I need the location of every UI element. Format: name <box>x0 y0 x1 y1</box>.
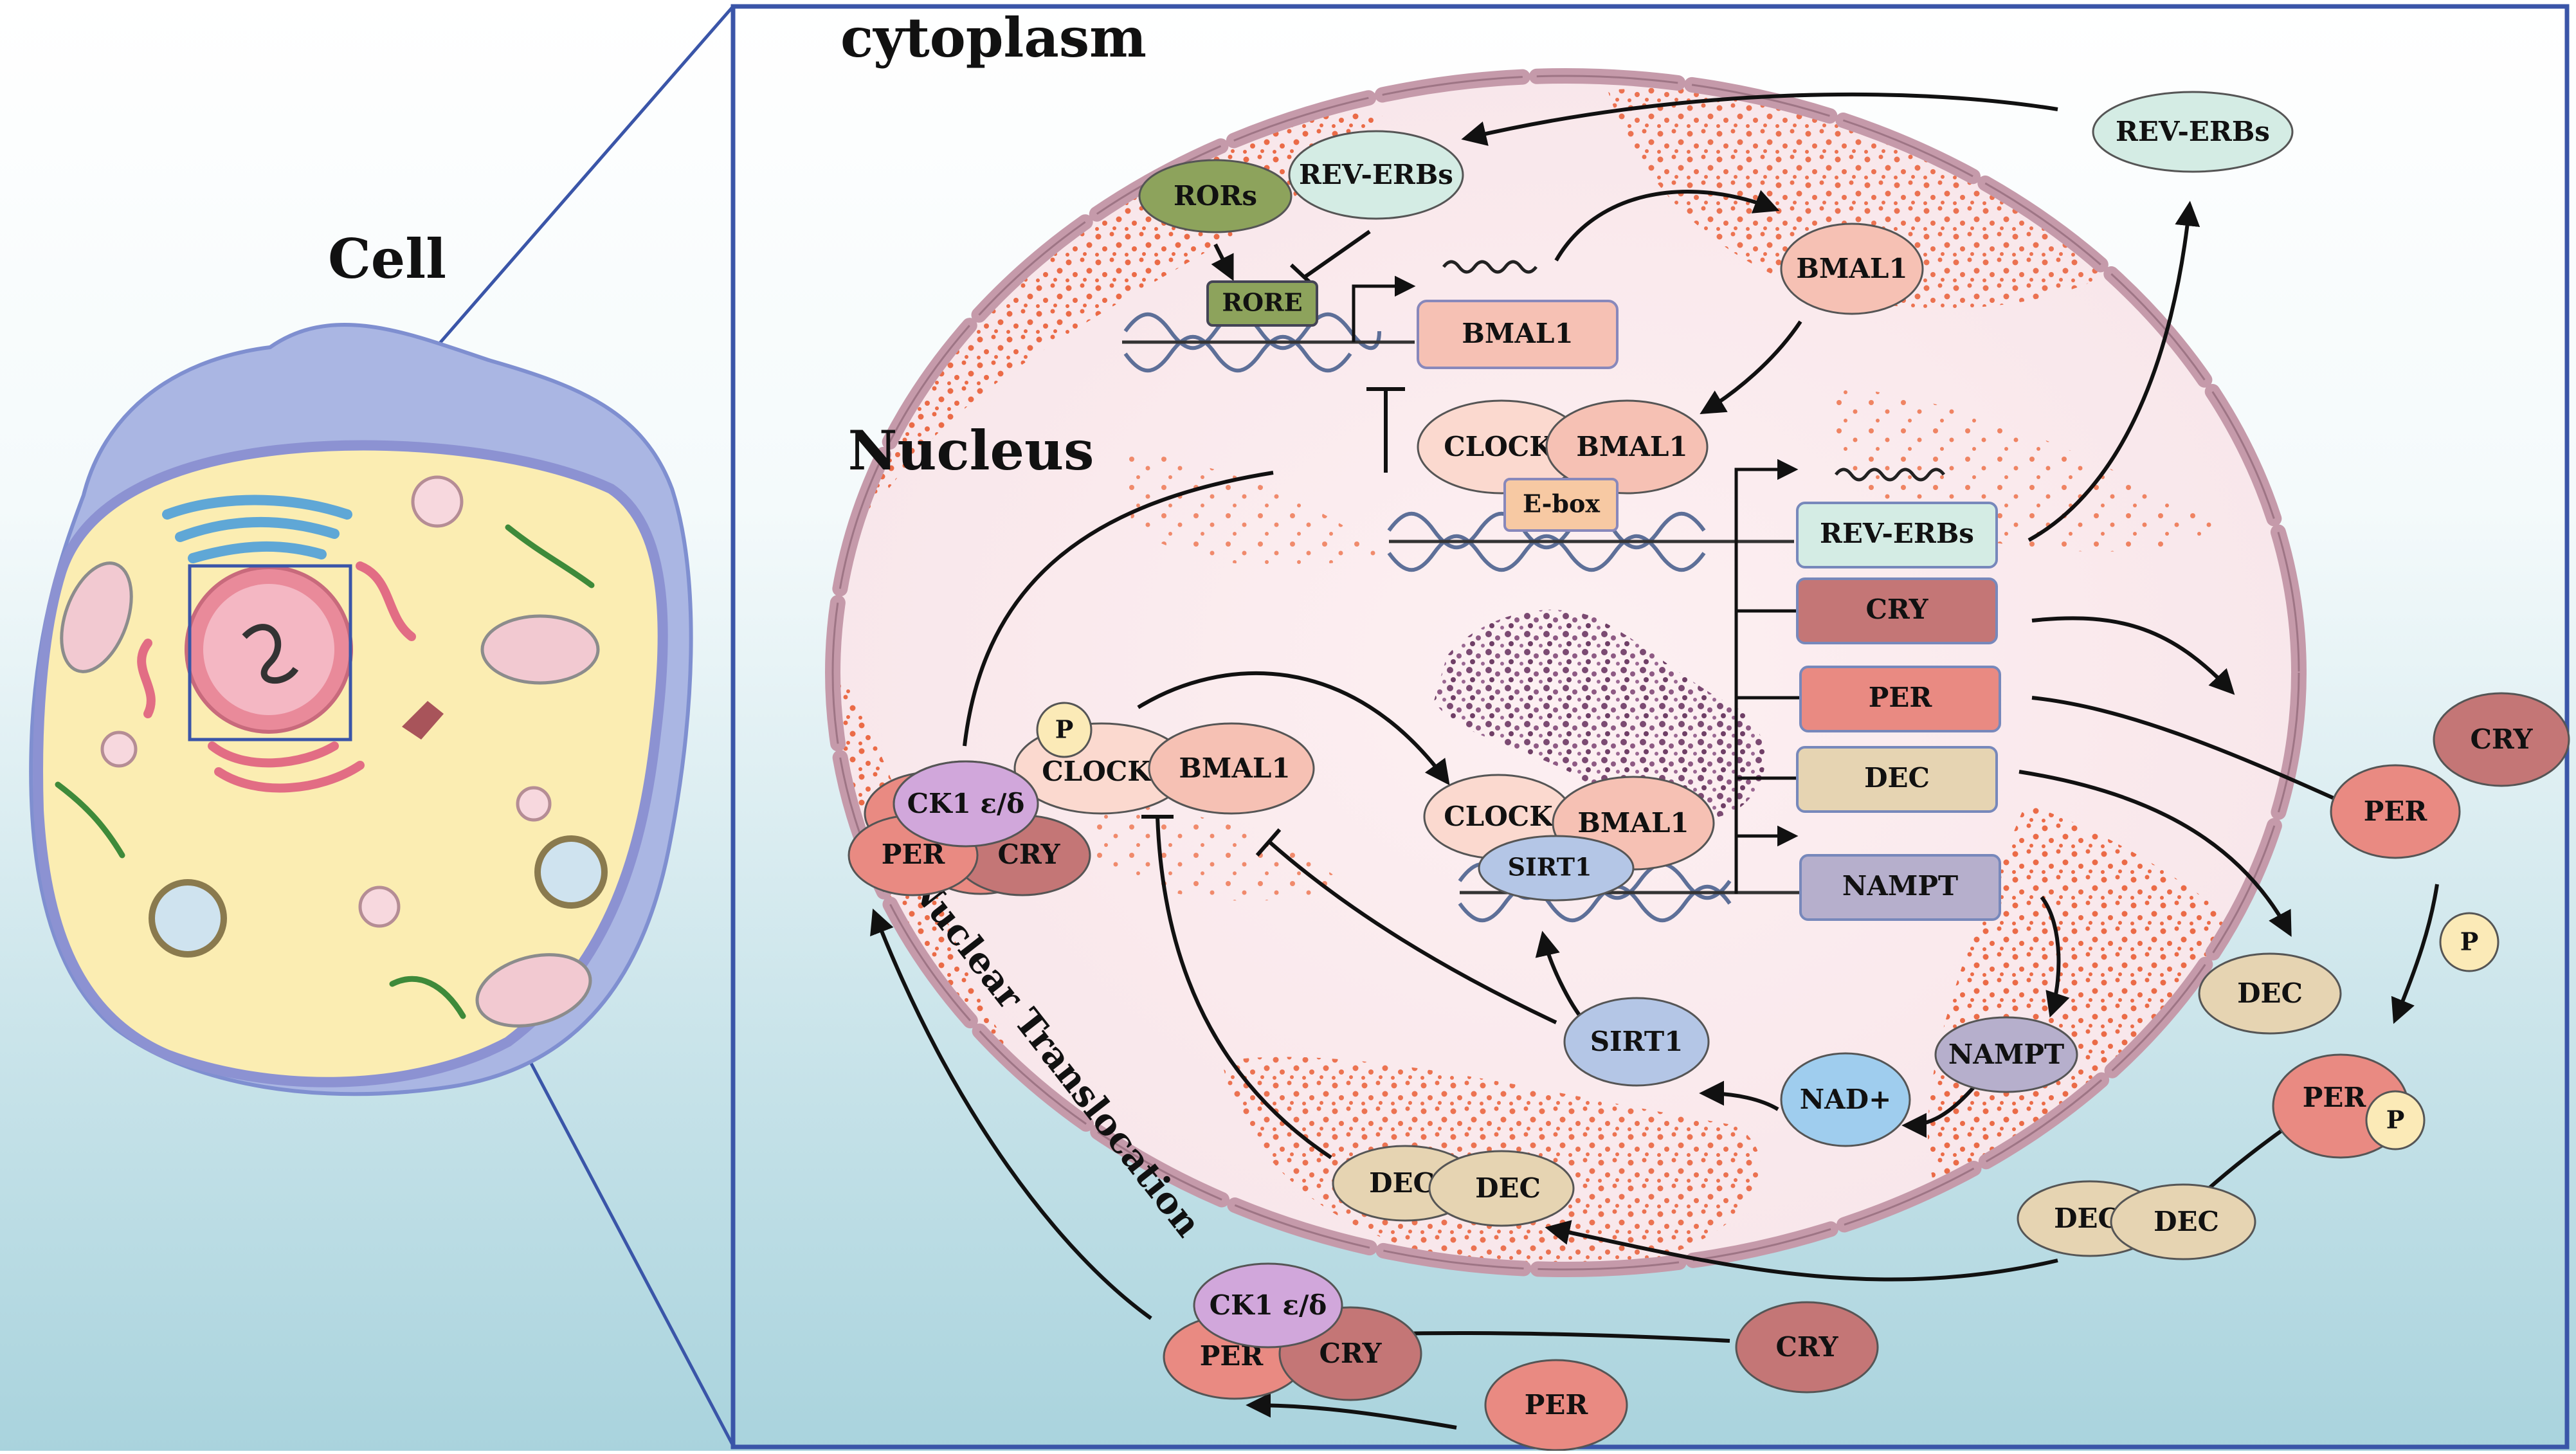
nampt-gene-box <box>1799 854 2001 921</box>
rev-erbs-gene-box <box>1796 502 1998 568</box>
dec-nucleus-b-node <box>1428 1150 1575 1227</box>
per-bottom-node <box>1484 1359 1628 1451</box>
per-cytoplasm-node <box>2330 764 2461 859</box>
cell-nucleoplasm <box>203 584 334 715</box>
cell-illustration: Cell <box>29 227 693 1096</box>
clock-center-label: CLOCK <box>1444 801 1554 832</box>
dec-nucleus-a-label: DEC <box>1369 1167 1435 1199</box>
nampt-protein-label: NAMPT <box>1948 1039 2064 1070</box>
vesicle-icons <box>100 475 608 958</box>
bmal1-protein-label: BMAL1 <box>1796 253 1907 284</box>
cytoplasm-label: cytoplasm <box>840 6 1147 69</box>
per-gene-box <box>1799 666 2001 732</box>
ck1-nucleus-front-label: CK1 ε/δ <box>907 788 1025 819</box>
nucleus-label: Nucleus <box>848 419 1094 482</box>
chromatin-cluster <box>1434 610 1765 820</box>
cell-label: Cell <box>328 227 446 291</box>
cry-bottom-label: CRY <box>1775 1331 1838 1363</box>
rors-label: RORs <box>1174 180 1257 212</box>
cry-gene-label: CRY <box>1865 594 1928 625</box>
sirt1-bound-label: SIRT1 <box>1508 853 1592 882</box>
bmal1-top-label: BMAL1 <box>1576 431 1687 462</box>
bmal1-mid-node <box>1148 722 1315 815</box>
dna-strand-top <box>1122 312 1415 373</box>
ck1-bottom-label: CK1 ε/δ <box>1210 1289 1327 1321</box>
sirt1-bound-node <box>1478 835 1635 902</box>
p-on-per-node <box>2365 1090 2426 1150</box>
per-nucleus-front-label: PER <box>882 839 946 870</box>
cry-cytoplasm-label: CRY <box>2470 723 2533 755</box>
ebox-box <box>1503 478 1619 532</box>
rev-erbs-nucleus-label: REV-ERBs <box>1299 159 1453 190</box>
nuclear-envelope-edge <box>831 75 2300 1271</box>
p-small-label: P <box>1055 715 1074 744</box>
per-cytoplasm-label: PER <box>2364 795 2428 827</box>
nad-label: NAD+ <box>1800 1084 1892 1115</box>
clock-top-label: CLOCK <box>1444 431 1554 462</box>
zoom-box <box>188 564 352 741</box>
p-small-node <box>1036 702 1093 758</box>
cry-cytoplasm-node <box>2433 692 2570 787</box>
rev-erbs-gene-label: REV-ERBs <box>1820 518 1974 549</box>
dec-cytoplasm-node <box>2198 952 2342 1035</box>
ck1-bottom-node <box>1193 1262 1343 1349</box>
bmal1-gene-label: BMAL1 <box>1462 318 1573 349</box>
dna-strand-middle <box>1387 511 1794 572</box>
centriole-icon <box>402 701 444 740</box>
per-gene-label: PER <box>1869 682 1933 713</box>
mrna-bmal1-icon <box>1442 260 1537 274</box>
rev-erbs-nucleus-node <box>1288 130 1464 220</box>
dec-cytoplasm-a-label: DEC <box>2054 1203 2119 1234</box>
chromatin-icon <box>242 624 299 684</box>
dec-cytoplasm-b-node <box>2110 1183 2256 1260</box>
golgi-icon <box>162 495 352 563</box>
bmal1-top-node <box>1545 399 1709 495</box>
cry-nucleus-label: CRY <box>997 839 1060 870</box>
rore-box <box>1206 280 1318 327</box>
bmal1-center-label: BMAL1 <box>1577 807 1689 839</box>
rev-erbs-cytoplasm-label: REV-ERBs <box>2116 116 2270 147</box>
rors-node <box>1138 159 1293 233</box>
bmal1-mid-label: BMAL1 <box>1179 752 1290 784</box>
nad-node <box>1780 1052 1911 1147</box>
gene-branches <box>1734 541 1800 894</box>
clock-mid-label: CLOCK <box>1042 756 1152 787</box>
cry-gene-box <box>1796 577 1998 644</box>
p-cytoplasm-node <box>2439 912 2499 972</box>
rore-label: RORE <box>1222 288 1302 317</box>
dec-cytoplasm-label: DEC <box>2237 977 2303 1009</box>
nampt-gene-label: NAMPT <box>1842 870 1958 902</box>
nucleus <box>825 68 2307 1277</box>
tss-ebox <box>1734 459 1799 541</box>
dec-gene-label: DEC <box>1864 762 1930 794</box>
bmal1-gene-box <box>1417 300 1619 369</box>
per-p-cytoplasm-label: PER <box>2303 1082 2367 1113</box>
dec-gene-box <box>1796 746 1998 813</box>
mrna-ebox-icon <box>1835 468 1945 482</box>
sirt1-node <box>1563 997 1710 1087</box>
nampt-protein-node <box>1934 1016 2078 1093</box>
dec-cytoplasm-b-label: DEC <box>2154 1206 2219 1237</box>
rev-erbs-cytoplasm-node <box>2092 91 2294 173</box>
dec-nucleus-b-label: DEC <box>1475 1172 1541 1204</box>
bmal1-protein-node <box>1780 223 1924 315</box>
cytoskeleton-icon <box>55 524 595 1019</box>
mitochondria-icon <box>60 561 600 1028</box>
p-cytoplasm-label: P <box>2460 927 2479 956</box>
ebox-label: E-box <box>1523 489 1600 518</box>
tss-bmal1 <box>1352 275 1416 342</box>
ck1-nucleus-front <box>893 760 1039 848</box>
cry-bottom-complex-label: CRY <box>1319 1338 1382 1369</box>
cry-bottom-node <box>1735 1301 1879 1394</box>
er-icon <box>137 561 416 793</box>
sirt1-label: SIRT1 <box>1590 1026 1683 1057</box>
per-bottom-label: PER <box>1525 1389 1589 1421</box>
p-on-per-label: P <box>2386 1105 2405 1134</box>
